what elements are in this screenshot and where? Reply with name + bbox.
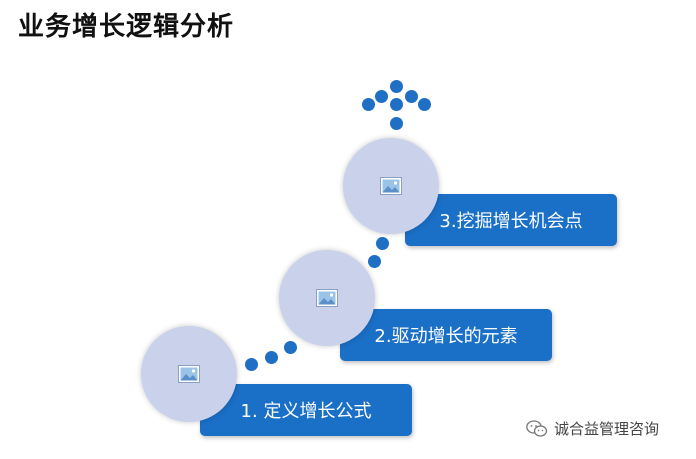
dot <box>375 90 388 103</box>
step-3-circle <box>343 138 439 234</box>
dot <box>418 98 431 111</box>
dot <box>284 341 297 354</box>
page-title: 业务增长逻辑分析 <box>18 12 235 42</box>
step-2-circle <box>279 250 375 346</box>
dot <box>390 80 403 93</box>
step-1-text: 1. 定义增长公式 <box>240 401 372 422</box>
image-placeholder-icon <box>380 177 402 195</box>
dot <box>390 117 403 130</box>
dot <box>245 358 258 371</box>
step-3-label: 3.挖掘增长机会点 <box>405 194 617 246</box>
dot <box>405 90 418 103</box>
step-3-text: 3.挖掘增长机会点 <box>439 211 583 232</box>
step-2-text: 2.驱动增长的元素 <box>374 326 518 347</box>
watermark: 诚合益管理咨询 <box>526 418 659 439</box>
wechat-icon <box>526 419 548 437</box>
step-2-label: 2.驱动增长的元素 <box>340 309 552 361</box>
dot <box>362 98 375 111</box>
dot <box>376 237 389 250</box>
image-placeholder-icon <box>178 365 200 383</box>
dot <box>265 351 278 364</box>
dot <box>390 98 403 111</box>
image-placeholder-icon <box>316 289 338 307</box>
step-1-circle <box>141 326 237 422</box>
step-1-label: 1. 定义增长公式 <box>200 384 412 436</box>
watermark-text: 诚合益管理咨询 <box>554 420 660 438</box>
dot <box>368 255 381 268</box>
